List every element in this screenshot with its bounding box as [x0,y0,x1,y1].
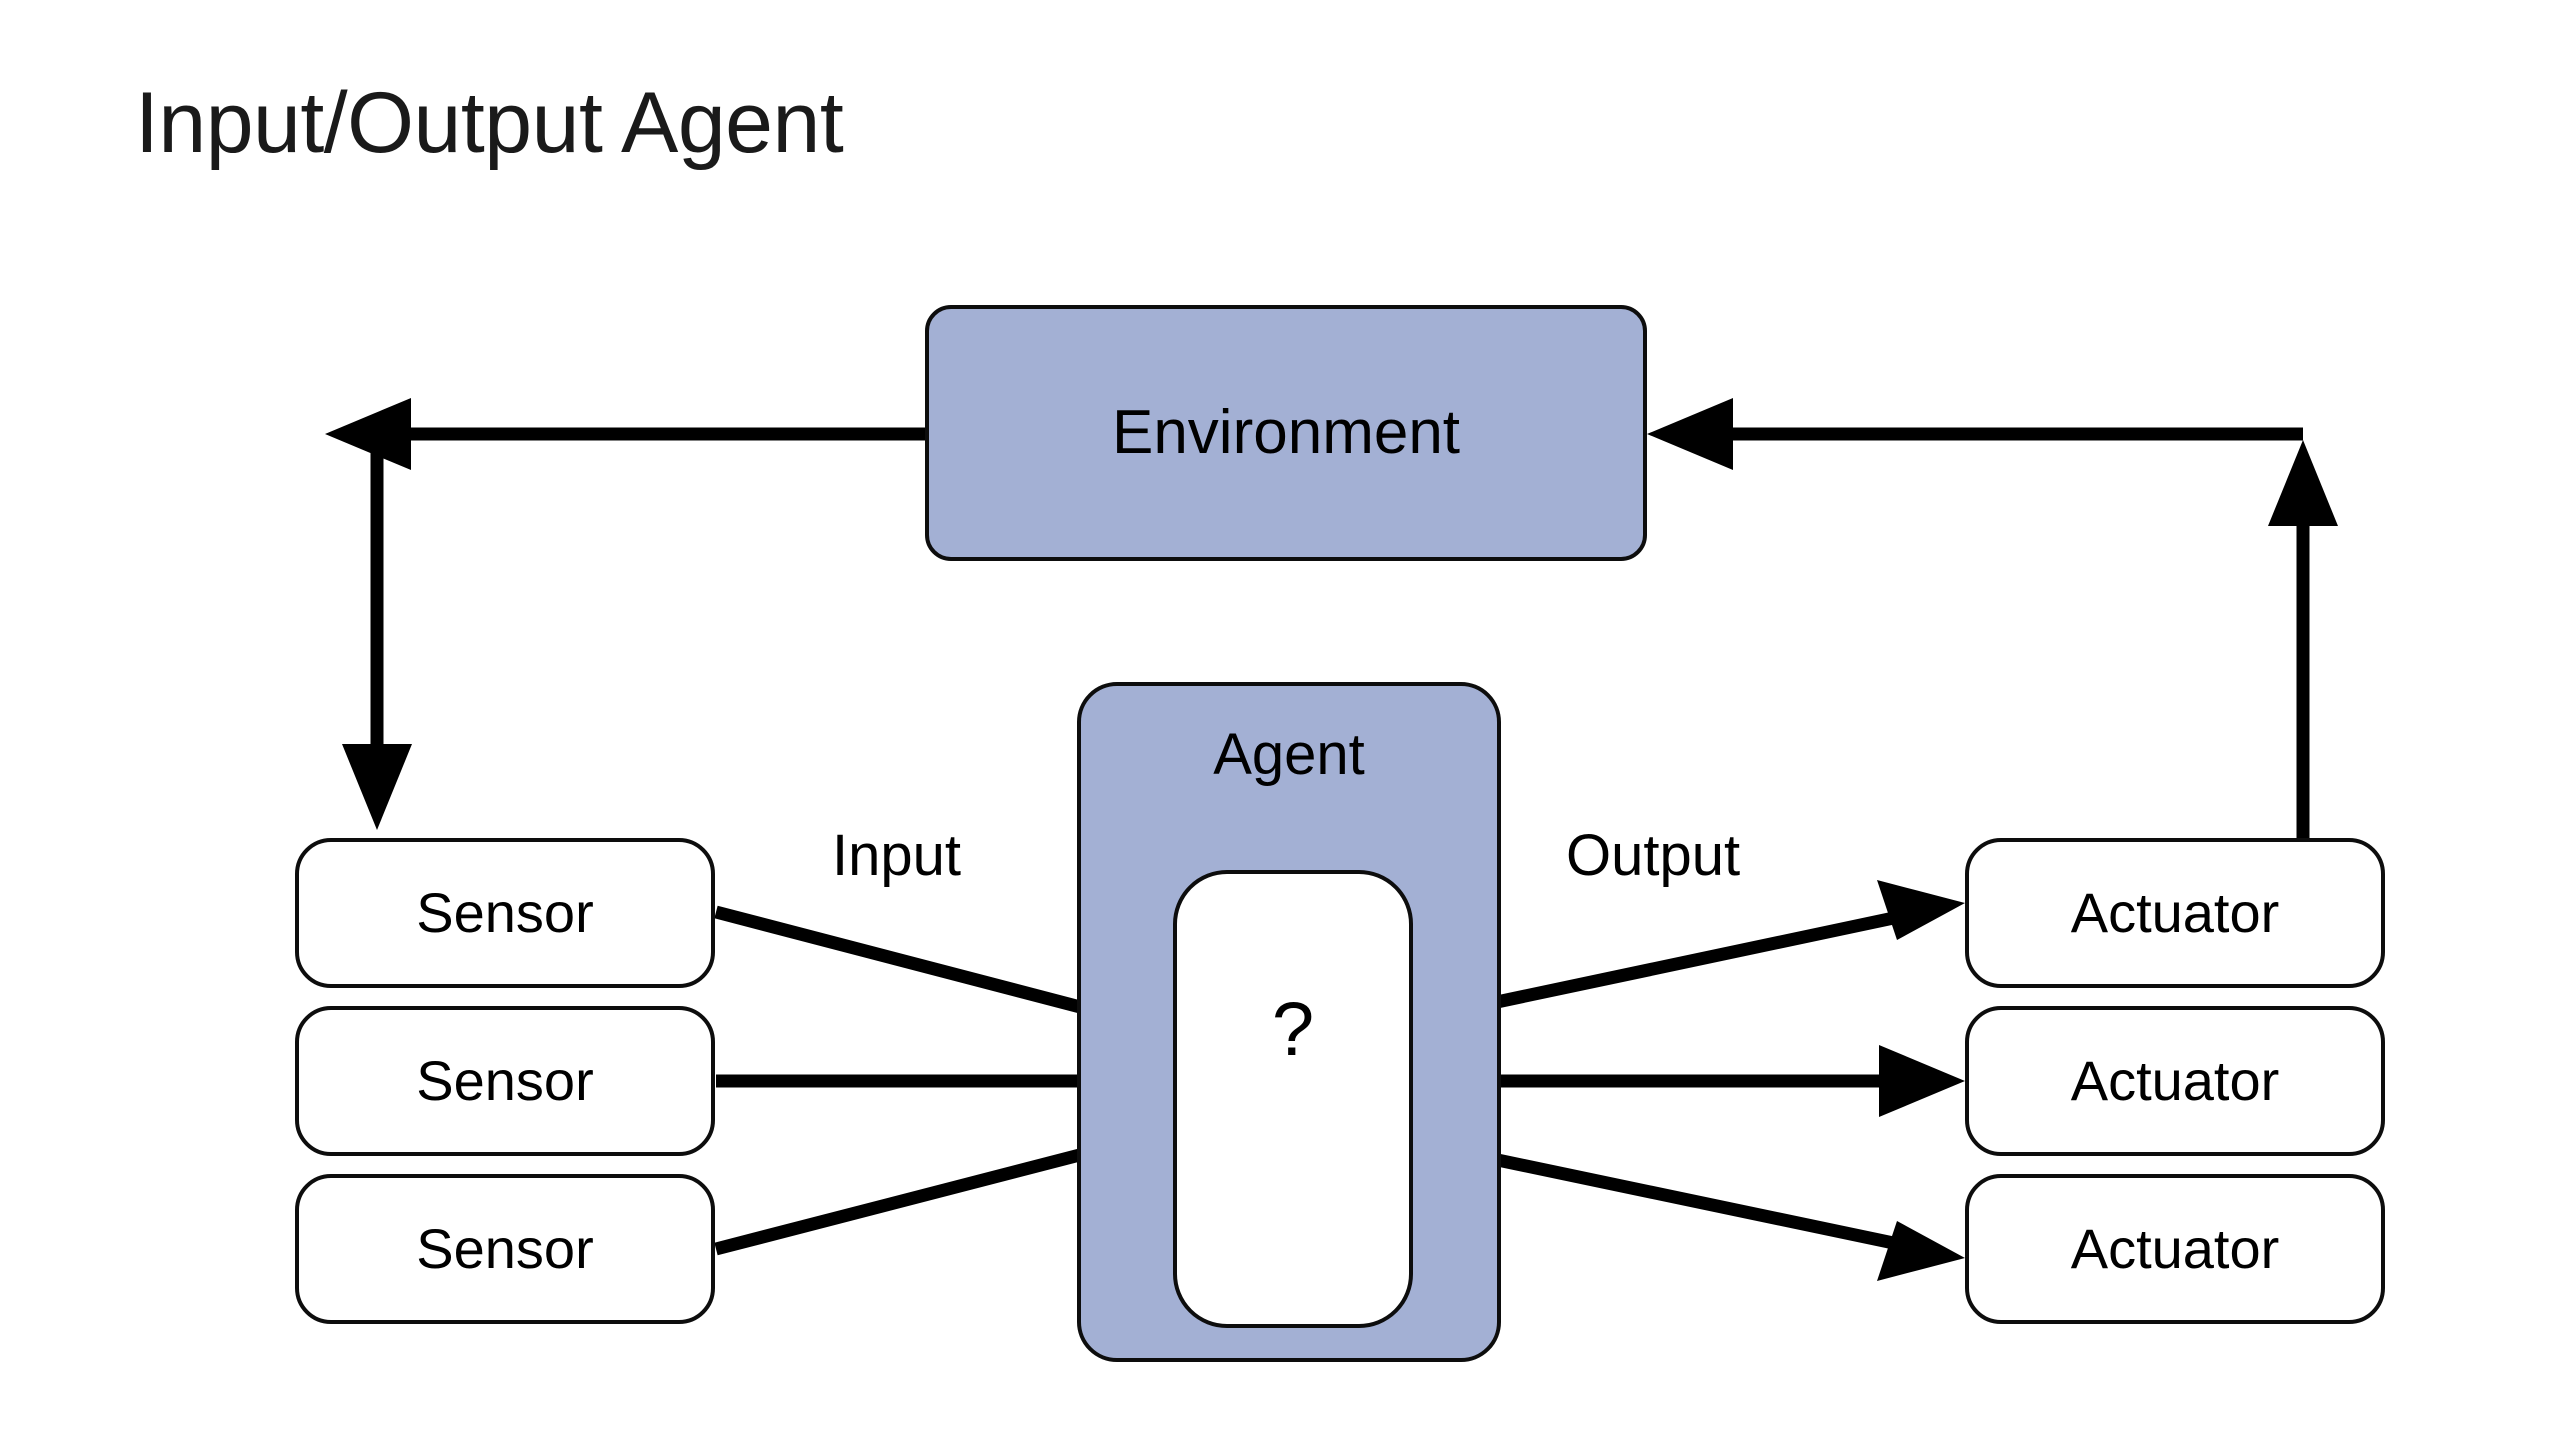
output-flow-label: Output [1566,823,1741,888]
arrowhead-right [1877,880,1965,940]
arrowhead-down [342,744,412,830]
arrowhead-left [1647,398,1733,470]
agent-box[interactable]: Agent ? [1077,682,1501,1362]
page-title: Input/Output Agent [135,75,844,171]
arrowhead-right [1877,1221,1965,1281]
agent-label: Agent [1213,722,1365,787]
actuator-box-2[interactable]: Actuator [1965,1006,2385,1156]
sensor-label-3: Sensor [416,1217,594,1280]
arrowhead-right [1879,1045,1965,1117]
arrowhead-up [2268,440,2338,526]
agent-program-box[interactable]: ? [1173,870,1413,1328]
actuator-box-1[interactable]: Actuator [1965,838,2385,988]
connector-environment-to-sensors [325,398,925,830]
actuator-label-2: Actuator [2070,1049,2280,1112]
actuator-box-3[interactable]: Actuator [1965,1174,2385,1324]
actuator-label-3: Actuator [2070,1217,2280,1280]
connector-actuators-to-environment [1647,398,2338,875]
sensor-label-2: Sensor [416,1049,594,1112]
sensor-box-3[interactable]: Sensor [295,1174,715,1324]
arrowhead-left [325,398,411,470]
actuator-label-1: Actuator [2070,881,2280,944]
sensor-box-1[interactable]: Sensor [295,838,715,988]
agent-unknown-question-mark: ? [1271,987,1315,1072]
input-flow-label: Input [832,823,961,888]
environment-label: Environment [1111,398,1461,467]
sensor-label-1: Sensor [416,881,594,944]
sensor-box-2[interactable]: Sensor [295,1006,715,1156]
environment-box[interactable]: Environment [925,305,1647,561]
